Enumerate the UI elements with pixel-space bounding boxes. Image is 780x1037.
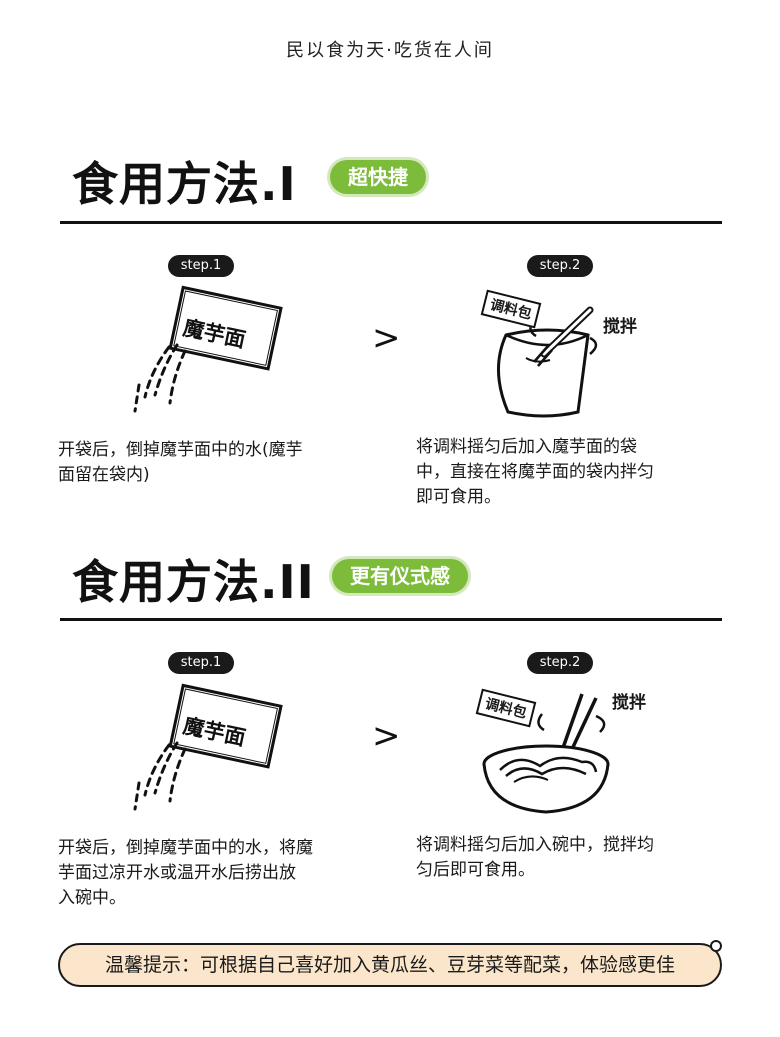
water-stream-icon xyxy=(153,741,179,795)
method-2-badge: 更有仪式感 xyxy=(332,559,468,593)
pour-water-bag-illustration-2 xyxy=(133,683,283,811)
method-2-step-1-pill: step.1 xyxy=(168,652,234,674)
method-2-title: 食用方法.II xyxy=(72,555,315,609)
method-2-stir-label: 搅拌 xyxy=(612,693,646,713)
method-1-arrow: > xyxy=(372,318,401,358)
fork-icon xyxy=(533,306,594,367)
top-slogan: 民以食为天·吃货在人间 xyxy=(286,40,494,61)
method-2-divider xyxy=(60,618,722,621)
tip-bar: 温馨提示：可根据自己喜好加入黄瓜丝、豆芽菜等配菜，体验感更佳 xyxy=(58,943,722,987)
method-2-step-2-pill: step.2 xyxy=(527,652,593,674)
method-2-step-1-description: 开袋后，倒掉魔芋面中的水，将魔 芋面过凉开水或温开水后捞出放 入碗中。 xyxy=(58,838,313,908)
method-2-step-2-description: 将调料摇匀后加入碗中，搅拌均 匀后即可食用。 xyxy=(416,835,654,880)
water-stream-icon xyxy=(153,343,179,397)
method-1-divider xyxy=(60,221,722,224)
method-1-step-1-pill: step.1 xyxy=(168,255,234,277)
stir-arrow-icon xyxy=(595,714,606,733)
pouch-with-fork-illustration xyxy=(497,306,598,418)
method-1-step-2-pill: step.2 xyxy=(527,255,593,277)
method-1-stir-label: 搅拌 xyxy=(603,317,637,337)
tip-bar-dot-icon xyxy=(710,940,722,952)
stir-arrow-icon xyxy=(589,336,598,355)
method-1-step-2-description: 将调料摇匀后加入魔芋面的袋 中，直接在将魔芋面的袋内拌匀 即可食用。 xyxy=(416,437,654,507)
method-2-arrow: > xyxy=(372,716,401,756)
bowl-with-chopsticks-illustration xyxy=(482,693,610,814)
pour-water-bag-illustration xyxy=(133,285,283,413)
method-1-step-1-description: 开袋后，倒掉魔芋面中的水(魔芋 面留在袋内) xyxy=(58,440,303,485)
bowl-icon xyxy=(482,744,610,814)
method-1-title: 食用方法.I xyxy=(72,157,297,211)
method-1-badge: 超快捷 xyxy=(330,160,426,194)
